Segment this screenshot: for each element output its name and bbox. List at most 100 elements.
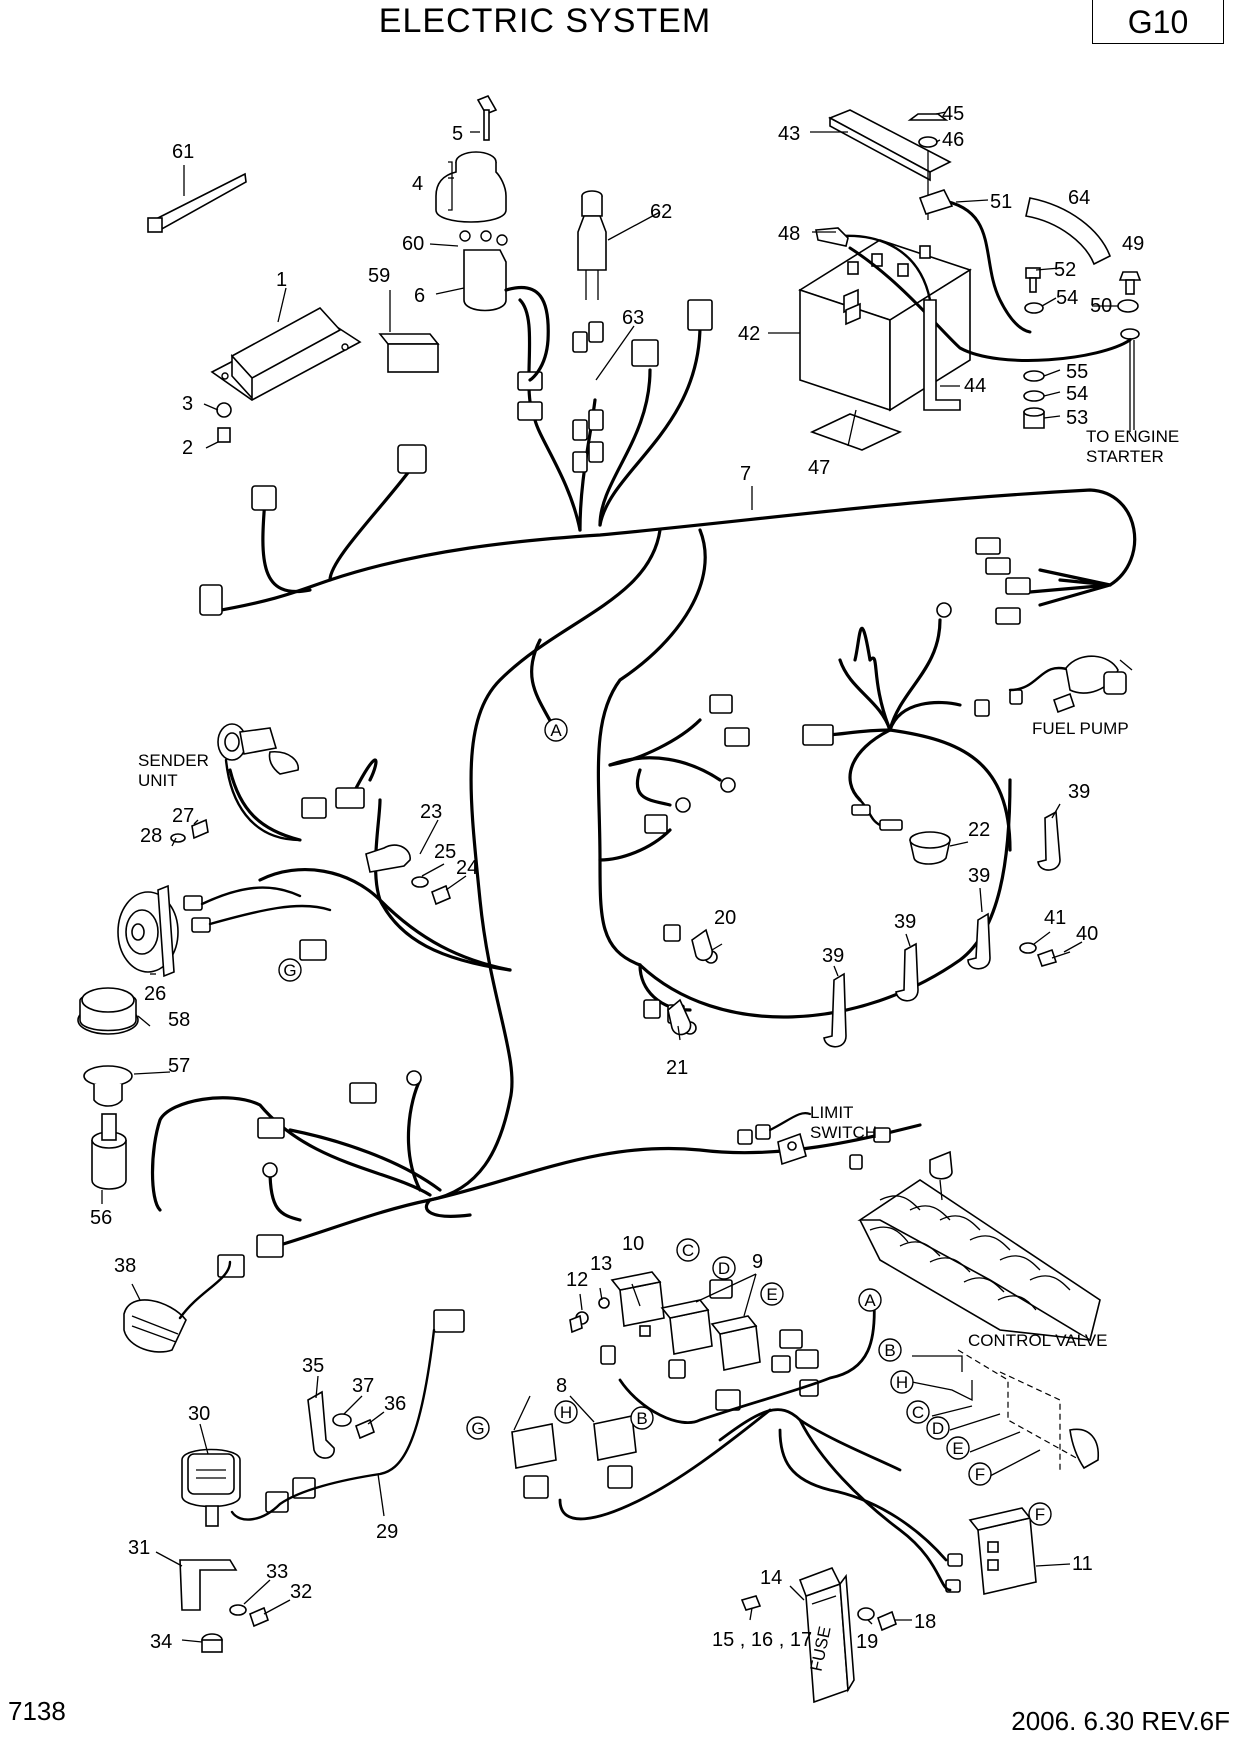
label-47: 47 bbox=[808, 457, 830, 479]
ref-h-valve: H bbox=[896, 1373, 908, 1392]
label-12: 12 bbox=[566, 1269, 588, 1291]
label-31: 31 bbox=[128, 1537, 150, 1559]
label-26: 26 bbox=[144, 983, 166, 1005]
label-56: 56 bbox=[90, 1207, 112, 1229]
part-labels: 61 1 3 2 5 4 60 6 59 62 63 7 43 45 46 51… bbox=[90, 103, 1144, 1653]
label-39d: 39 bbox=[822, 945, 844, 967]
ref-d-valve: D bbox=[932, 1419, 944, 1438]
label-44: 44 bbox=[964, 375, 986, 397]
label-45: 45 bbox=[942, 103, 964, 125]
label-36: 36 bbox=[384, 1393, 406, 1415]
ref-a-harness: A bbox=[550, 721, 562, 740]
limit-switch-label-1: LIMIT bbox=[810, 1103, 853, 1122]
control-valve bbox=[857, 1150, 1101, 1470]
relays bbox=[511, 1271, 952, 1592]
label-58: 58 bbox=[168, 1009, 190, 1031]
engine-starter-label-1: TO ENGINE bbox=[1086, 427, 1179, 446]
label-33: 33 bbox=[266, 1561, 288, 1583]
label-9: 9 bbox=[752, 1251, 763, 1273]
limit-switch bbox=[768, 1112, 812, 1166]
fuse-box-14: FUSE bbox=[740, 1566, 897, 1704]
fuel-pump bbox=[1008, 655, 1133, 714]
ref-h-relay: H bbox=[560, 1403, 572, 1422]
label-42: 42 bbox=[738, 323, 760, 345]
unit-11 bbox=[968, 1507, 1037, 1595]
label-43: 43 bbox=[778, 123, 800, 145]
label-21: 21 bbox=[666, 1057, 688, 1079]
fuel-pump-label: FUEL PUMP bbox=[1032, 719, 1129, 738]
buzzer-22 bbox=[851, 798, 951, 865]
label-35: 35 bbox=[302, 1355, 324, 1377]
label-38: 38 bbox=[114, 1255, 136, 1277]
ref-e-relay: E bbox=[766, 1285, 777, 1304]
label-1: 1 bbox=[276, 269, 287, 291]
label-53: 53 bbox=[1066, 407, 1088, 429]
label-6: 6 bbox=[414, 285, 425, 307]
label-14: 14 bbox=[760, 1567, 782, 1589]
label-61: 61 bbox=[172, 141, 194, 163]
switch-59 bbox=[378, 333, 440, 373]
control-valve-label: CONTROL VALVE bbox=[968, 1331, 1108, 1350]
label-5: 5 bbox=[452, 123, 463, 145]
main-harness bbox=[150, 298, 1137, 1247]
label-59: 59 bbox=[368, 265, 390, 287]
page-title: ELECTRIC SYSTEM bbox=[378, 2, 712, 40]
label-51: 51 bbox=[990, 191, 1012, 213]
engine-starter-label-2: STARTER bbox=[1086, 447, 1164, 466]
sheet-code: G10 bbox=[1092, 0, 1224, 44]
page-number: 7138 bbox=[8, 1696, 66, 1726]
label-13: 13 bbox=[590, 1253, 612, 1275]
ref-c-valve: C bbox=[912, 1403, 924, 1422]
label-62: 62 bbox=[650, 201, 672, 223]
sender-unit-label-2: UNIT bbox=[138, 771, 178, 790]
label-10: 10 bbox=[622, 1233, 644, 1255]
ref-c-relay: C bbox=[682, 1241, 694, 1260]
leader-lines bbox=[101, 111, 1135, 1643]
label-23: 23 bbox=[420, 801, 442, 823]
clips-39 bbox=[823, 810, 1061, 1048]
label-63: 63 bbox=[622, 307, 644, 329]
label-54a: 54 bbox=[1056, 287, 1078, 309]
work-lamp-30 bbox=[179, 1328, 436, 1653]
valve-callout-lines bbox=[911, 1355, 1041, 1477]
label-11: 11 bbox=[1072, 1553, 1093, 1575]
label-18: 18 bbox=[914, 1611, 936, 1633]
label-39c: 39 bbox=[894, 911, 916, 933]
controller-1 bbox=[210, 306, 362, 443]
label-39a: 39 bbox=[1068, 781, 1090, 803]
label-7: 7 bbox=[740, 463, 751, 485]
label-4: 4 bbox=[412, 173, 423, 195]
clip-35 bbox=[307, 1390, 375, 1459]
label-22: 22 bbox=[968, 819, 990, 841]
label-30: 30 bbox=[188, 1403, 210, 1425]
limit-switch-label-2: SWITCH bbox=[810, 1123, 877, 1142]
ref-a-relay: A bbox=[864, 1291, 876, 1310]
ref-b-valve: B bbox=[884, 1341, 895, 1360]
label-37: 37 bbox=[352, 1375, 374, 1397]
label-8: 8 bbox=[556, 1375, 567, 1397]
label-57: 57 bbox=[168, 1055, 190, 1077]
label-20: 20 bbox=[714, 907, 736, 929]
label-64: 64 bbox=[1068, 187, 1090, 209]
label-49: 49 bbox=[1122, 233, 1144, 255]
terminal-20-21 bbox=[667, 928, 713, 1036]
label-2: 2 bbox=[182, 437, 193, 459]
label-40: 40 bbox=[1076, 923, 1098, 945]
label-3: 3 bbox=[182, 393, 193, 415]
label-34: 34 bbox=[150, 1631, 172, 1653]
ref-d-relay: D bbox=[718, 1259, 730, 1278]
ref-g-lamp: G bbox=[471, 1419, 484, 1438]
label-41: 41 bbox=[1044, 907, 1066, 929]
label-32: 32 bbox=[290, 1581, 312, 1603]
clamp-23 bbox=[170, 818, 451, 906]
lamp-38 bbox=[123, 1260, 232, 1353]
battery-42 bbox=[798, 189, 1132, 412]
label-28: 28 bbox=[140, 825, 162, 847]
cable-tie-61 bbox=[147, 172, 247, 233]
label-55: 55 bbox=[1066, 361, 1088, 383]
connectors bbox=[199, 299, 1031, 1593]
socket-62 bbox=[577, 190, 607, 300]
connector-refs: A G C D E A H B G B H C D E F F bbox=[278, 718, 1052, 1526]
sender-unit-label-1: SENDER bbox=[138, 751, 209, 770]
